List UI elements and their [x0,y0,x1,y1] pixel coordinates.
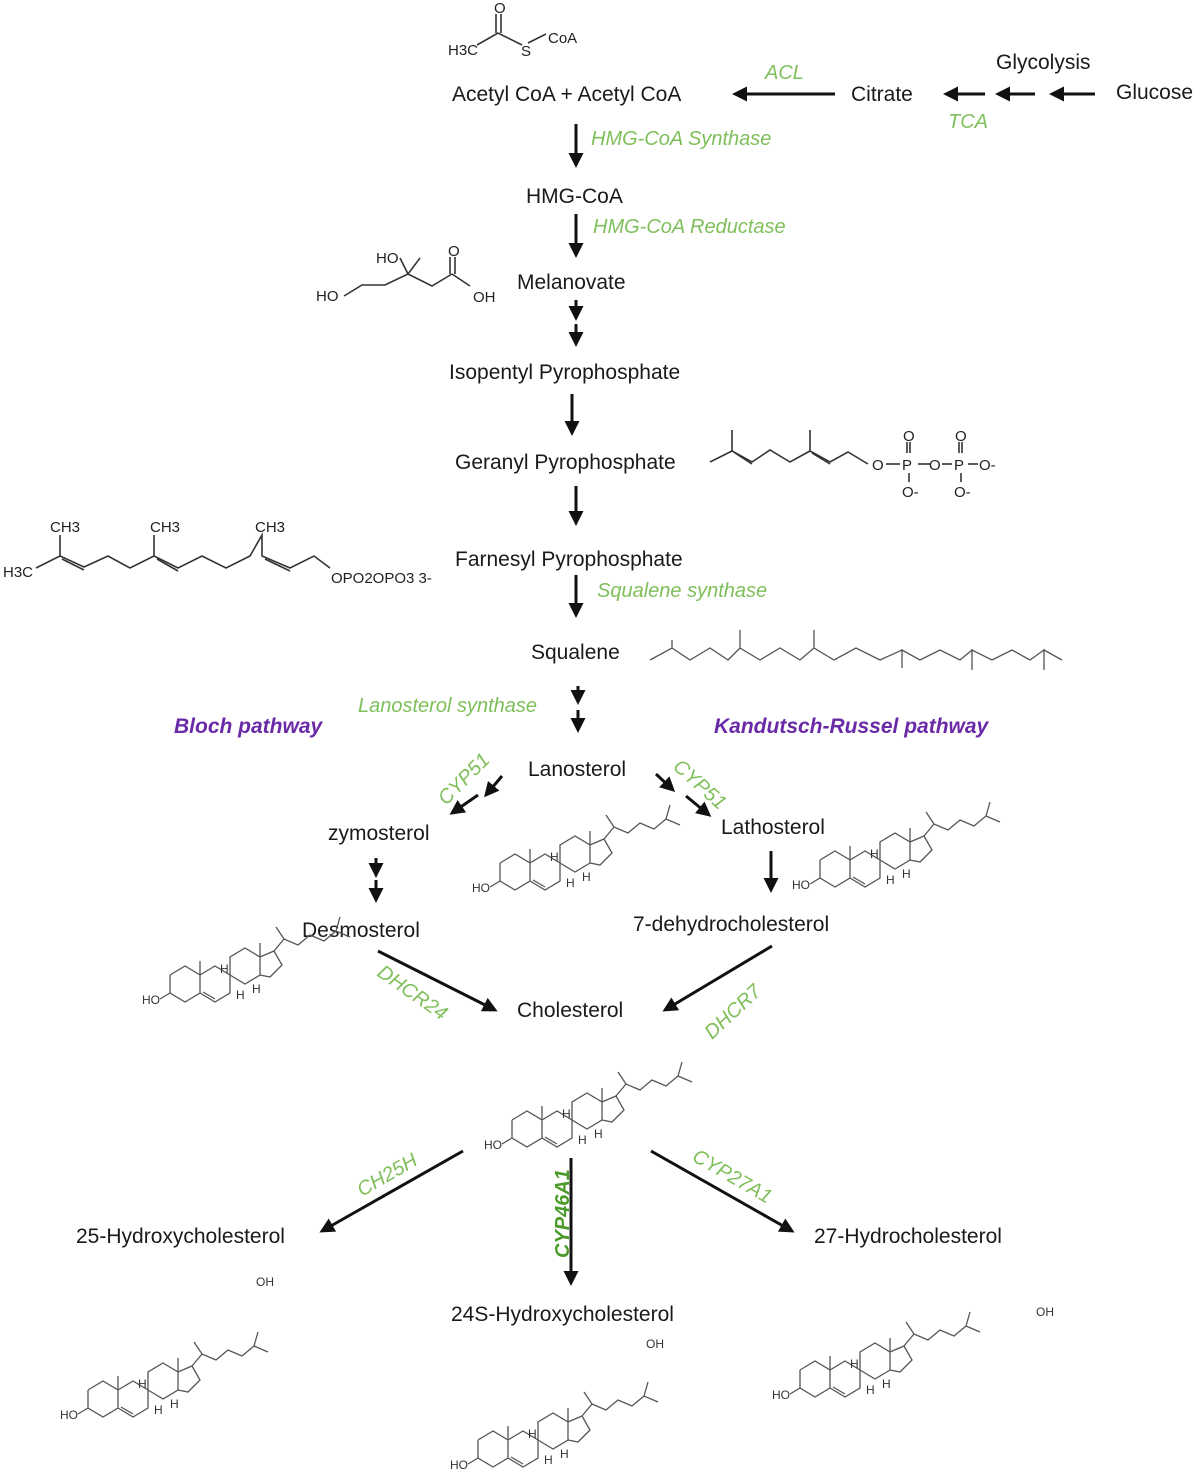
node-27-hydrocholesterol: 27-Hydrocholesterol [814,1225,1002,1248]
node-cholesterol: Cholesterol [517,999,623,1022]
node-acetyl-coa: Acetyl CoA + Acetyl CoA [452,83,681,106]
svg-text:H3C: H3C [3,564,33,581]
enzyme-hmgcs: HMG-CoA Synthase [591,128,771,150]
svg-text:P: P [954,457,964,474]
node-desmosterol: Desmosterol [302,919,420,942]
structure-farnesyl-pp: CH3 CH3 CH3 H3C OPO2OPO3 3- [3,519,432,587]
structure-geranyl-pp: O P O P O- O O O- O- [709,428,996,501]
enzyme-lanosterol-synthase: Lanosterol synthase [358,695,537,717]
svg-text:O: O [872,457,884,474]
enzyme-squalene-synthase: Squalene synthase [597,580,767,602]
arrow-lanosterol-to-zymosterol-b [449,793,479,815]
svg-text:O: O [494,0,506,17]
node-citrate: Citrate [851,83,913,106]
node-geranyl-pp: Geranyl Pyrophosphate [455,451,676,474]
structure-squalene [649,630,1063,670]
arrow-desmosterol-to-cholesterol [377,949,498,1012]
structure-acetyl-coa: O H3C S CoA [448,0,577,60]
svg-text:O: O [929,457,941,474]
enzyme-cyp46a1: CYP46A1 [552,1169,574,1258]
structure-melanovate: HO HO O OH [316,243,496,306]
node-24s-hydroxycholesterol: 24S-Hydroxycholesterol [451,1303,674,1326]
arrows [319,86,1095,1286]
svg-text:OH: OH [473,289,496,306]
structure-25-hydroxycholesterol: OH [59,1275,274,1423]
node-glycolysis: Glycolysis [996,51,1091,74]
arrow-lanosterol-to-zymosterol-a [484,775,504,798]
node-squalene: Squalene [531,641,620,664]
svg-text:CH3: CH3 [255,519,285,536]
svg-text:O: O [903,428,915,445]
structure-27-hydrocholesterol: OH [771,1305,1054,1403]
structure-lanosterol [471,804,681,896]
svg-text:H3C: H3C [448,42,478,59]
node-melanovate: Melanovate [517,271,626,294]
node-isopentyl-pp: Isopentyl Pyrophosphate [449,361,680,384]
svg-text:O: O [955,428,967,445]
node-lanosterol: Lanosterol [528,758,626,781]
node-glucose: Glucose [1116,81,1193,104]
arrow-lanosterol-to-lathosterol-a [654,772,676,793]
svg-text:O-: O- [979,457,996,474]
svg-text:O-: O- [954,484,971,501]
svg-text:P: P [902,457,912,474]
svg-text:OH: OH [256,1275,274,1289]
structure-cholesterol [483,1061,693,1153]
svg-text:OPO2OPO3 3-: OPO2OPO3 3- [331,570,432,587]
enzyme-cyp27a1: CYP27A1 [689,1145,776,1208]
node-lathosterol: Lathosterol [721,816,825,839]
arrow-7dhc-to-cholesterol [662,944,773,1012]
enzyme-dhcr24: DHCR24 [373,961,451,1025]
arrow-lanosterol-to-lathosterol-b [685,794,712,817]
pathway-kandutsch-russel: Kandutsch-Russel pathway [714,715,990,738]
enzyme-dhcr7: DHCR7 [700,980,766,1044]
enzyme-tca: TCA [948,111,988,133]
enzyme-acl: ACL [764,62,804,84]
svg-text:O-: O- [902,484,919,501]
svg-text:O: O [448,243,460,260]
node-7-dehydrocholesterol: 7-dehydrocholesterol [633,913,829,936]
svg-text:S: S [521,43,531,60]
svg-text:HO: HO [316,288,339,305]
pathway-bloch: Bloch pathway [174,715,324,738]
enzyme-hmgcr: HMG-CoA Reductase [593,216,786,238]
node-25-hydroxycholesterol: 25-Hydroxycholesterol [76,1225,285,1248]
svg-text:CH3: CH3 [50,519,80,536]
svg-text:CoA: CoA [548,30,577,47]
node-zymosterol: zymosterol [328,822,430,845]
svg-text:OH: OH [1036,1305,1054,1319]
arrow-cholesterol-to-27hc [650,1149,795,1233]
enzyme-cyp51-left: CYP51 [434,749,494,809]
svg-text:HO: HO [376,250,399,267]
svg-text:OH: OH [646,1337,664,1351]
node-farnesyl-pp: Farnesyl Pyrophosphate [455,548,683,571]
node-hmg-coa: HMG-CoA [526,185,623,208]
arrow-cholesterol-to-25hc [319,1149,464,1233]
structure-24s-hydroxycholesterol: OH [449,1337,664,1473]
svg-text:CH3: CH3 [150,519,180,536]
